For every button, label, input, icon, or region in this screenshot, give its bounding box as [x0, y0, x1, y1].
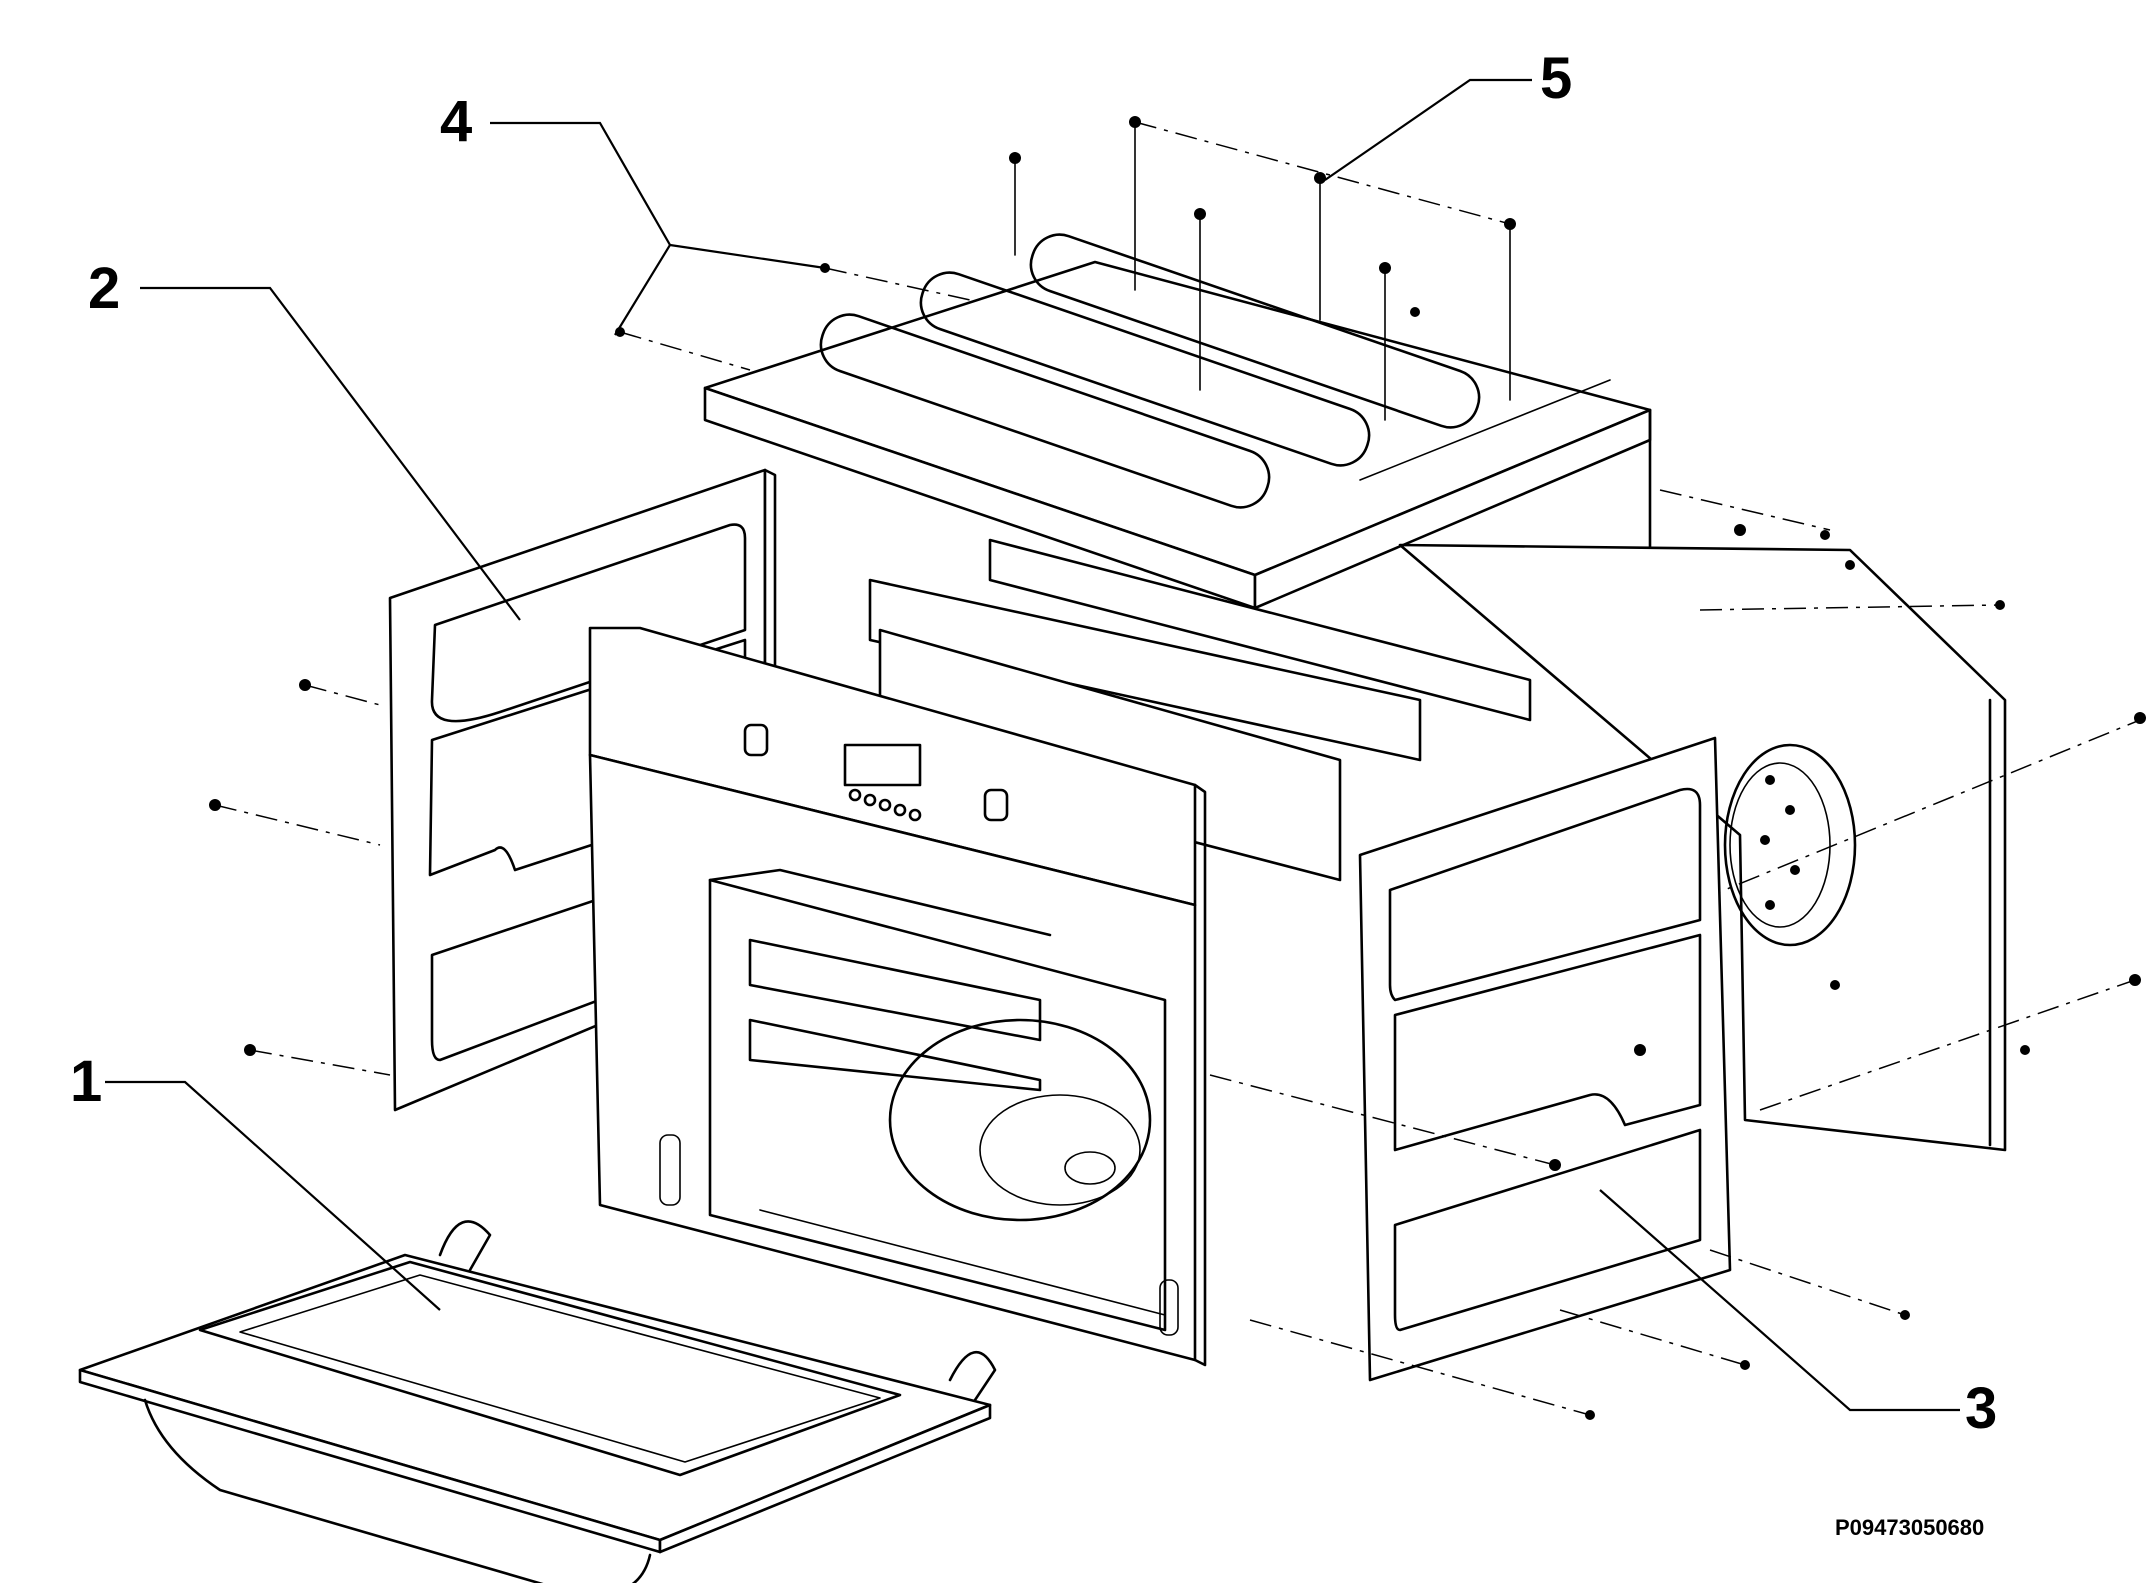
- oven-door: [78, 1220, 997, 1588]
- callout-5: 5: [1540, 46, 1573, 111]
- right-side-panel: [1209, 736, 1910, 1420]
- callout-4: 4: [440, 89, 473, 154]
- leader-lines: [105, 78, 1960, 1412]
- callout-3: 3: [1965, 1376, 1998, 1441]
- oven-front-frame: [588, 626, 1207, 1367]
- top-cover-panel: [703, 233, 1652, 610]
- top-screws: [615, 116, 1516, 421]
- inner-back-components: [868, 538, 1532, 882]
- callout-2: 2: [88, 256, 121, 321]
- back-panel: [1398, 489, 2146, 1152]
- reference-code: P09473050680: [1835, 1515, 1985, 1540]
- callout-1: 1: [70, 1049, 103, 1114]
